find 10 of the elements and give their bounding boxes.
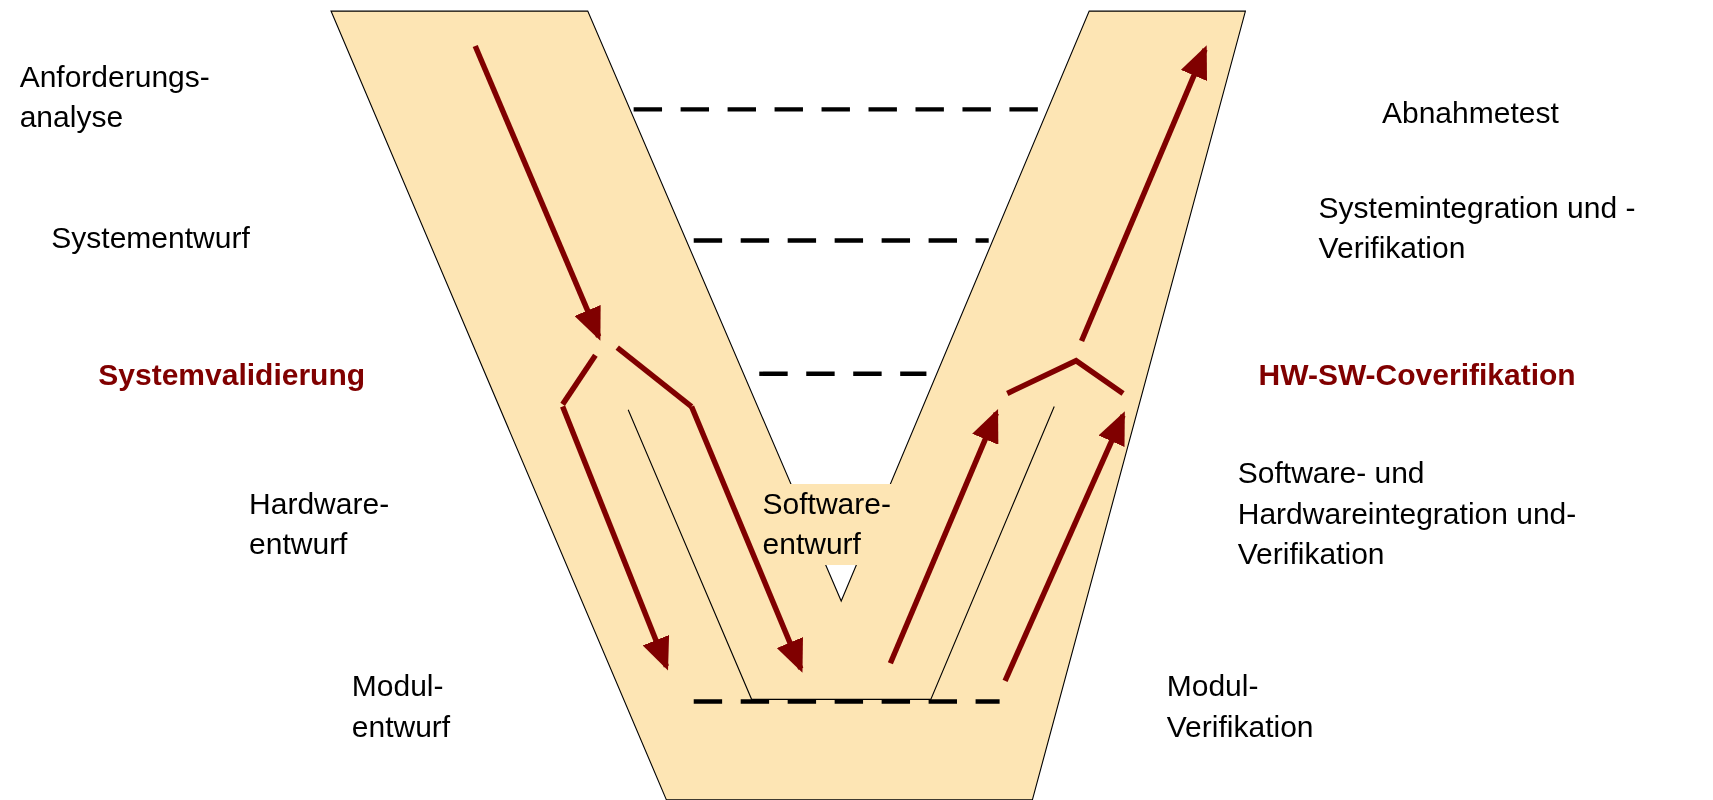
phase-label: Modul- Verifikation — [1166, 668, 1315, 745]
phase-label: Abnahmetest — [1381, 94, 1560, 131]
phase-label: Hardware- entwurf — [249, 485, 391, 563]
phase-label: Modul- entwurf — [351, 668, 452, 745]
level-heading: Systemvalidierung — [98, 357, 367, 394]
phase-label: Software- und Hardwareintegration und- Verifikation — [1237, 455, 1578, 573]
phase-label: Systementwurf — [51, 220, 251, 257]
phase-label: Systemintegration und -Verifikation — [1318, 189, 1637, 267]
phase-label: Anforderungs- analyse — [19, 58, 211, 136]
level-heading: HW-SW-Coverifikation — [1258, 357, 1577, 394]
